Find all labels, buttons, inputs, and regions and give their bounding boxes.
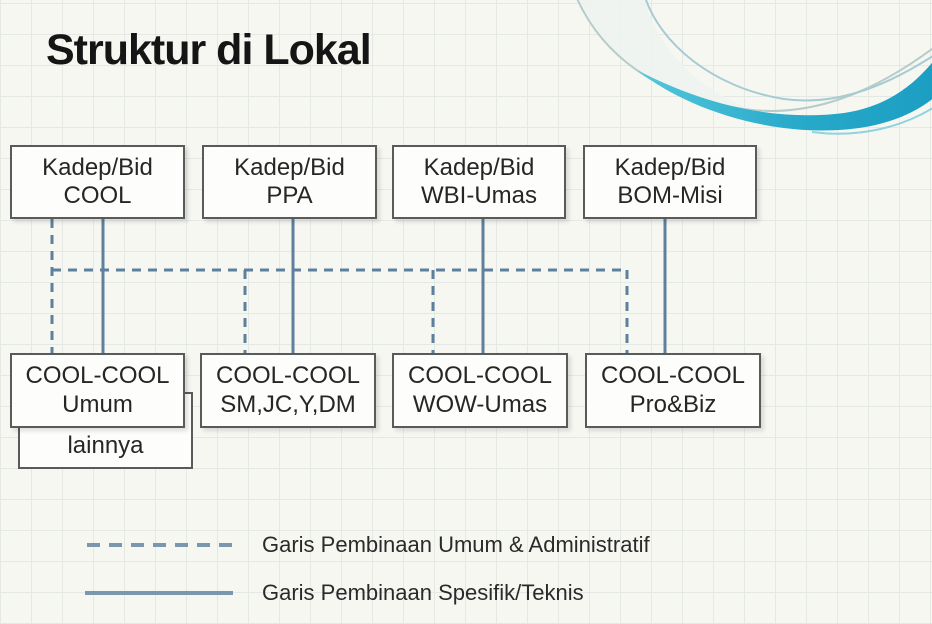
org-box-kadep-cool: Kadep/Bid COOL bbox=[10, 145, 185, 219]
org-box-cool-umum: COOL-COOL Umum bbox=[10, 353, 185, 428]
legend-dashed-label: Garis Pembinaan Umum & Administratif bbox=[262, 532, 650, 557]
org-box-cool-pro-biz: COOL-COOL Pro&Biz bbox=[585, 353, 761, 428]
legend-solid-line-sample bbox=[85, 591, 233, 595]
org-box-kadep-bom-misi: Kadep/Bid BOM-Misi bbox=[583, 145, 757, 219]
legend-dashed-line-sample bbox=[87, 543, 235, 547]
org-box-cool-wow-umas: COOL-COOL WOW-Umas bbox=[392, 353, 568, 428]
swoosh-decoration bbox=[576, 0, 932, 135]
org-box-kadep-wbi-umas: Kadep/Bid WBI-Umas bbox=[392, 145, 566, 219]
org-box-kadep-ppa: Kadep/Bid PPA bbox=[202, 145, 377, 219]
legend-solid-label: Garis Pembinaan Spesifik/Teknis bbox=[262, 580, 584, 605]
page-title: Struktur di Lokal bbox=[46, 26, 372, 74]
org-box-cool-sm-jc-y-dm: COOL-COOL SM,JC,Y,DM bbox=[200, 353, 376, 428]
